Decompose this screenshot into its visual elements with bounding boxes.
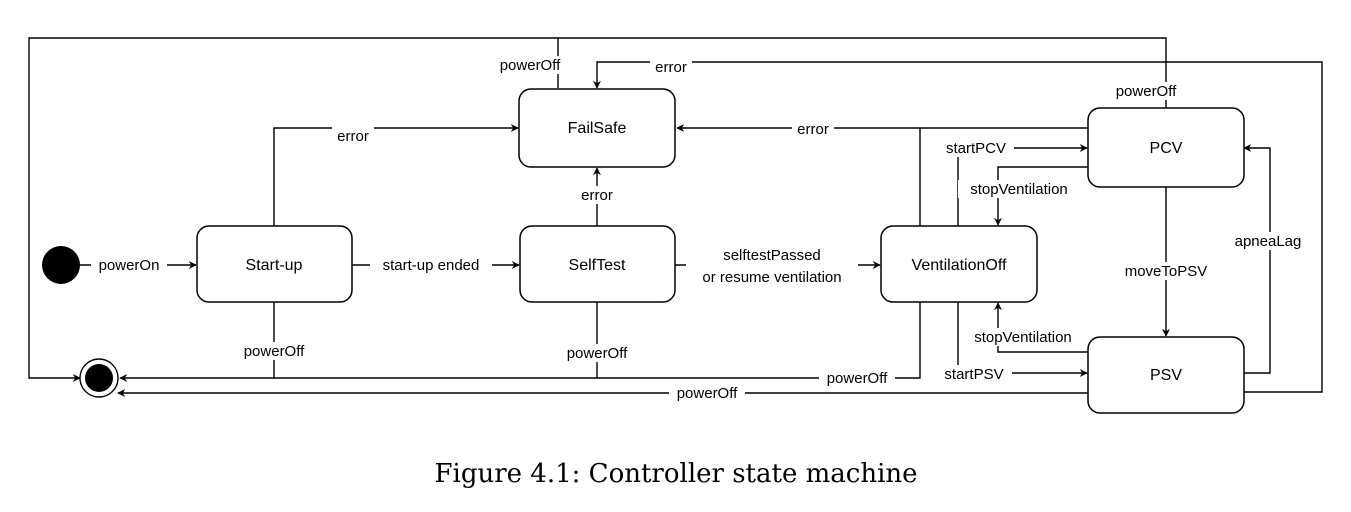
label-stop-vent-pcv: stopVentilation [970, 181, 1068, 198]
state-failsafe: FailSafe [518, 88, 676, 168]
label-poweroff-selftest: powerOff [567, 345, 628, 362]
state-selftest: SelfTest [519, 225, 676, 303]
label-stop-vent-psv: stopVentilation [974, 329, 1072, 346]
label-start-pcv: startPCV [946, 140, 1006, 157]
label-poweron: powerOn [99, 257, 160, 274]
final-state [79, 358, 119, 398]
state-psv-label: PSV [1150, 367, 1182, 384]
label-poweroff-ventoff: powerOff [827, 370, 888, 387]
edge-labels: powerOn start-up ended selftestPassed or… [91, 56, 1310, 402]
edge-startup-error [273, 124, 519, 226]
label-error-ventoff: error [797, 121, 829, 138]
label-poweroff-startup: powerOff [244, 343, 305, 360]
state-selftest-label: SelfTest [569, 257, 626, 274]
label-selftest-passed-line1: selftestPassed [723, 247, 821, 264]
label-poweroff-pcv: powerOff [1116, 83, 1177, 100]
edge-startup-poweroff [119, 302, 275, 382]
state-pcv-label: PCV [1150, 140, 1183, 157]
figure-caption: Figure 4.1: Controller state machine [434, 459, 917, 489]
state-pcv: PCV [1087, 107, 1245, 188]
state-startup: Start-up [196, 225, 353, 303]
state-ventilationoff: VentilationOff [880, 225, 1038, 303]
edge-stop-vent-pcv [994, 166, 1088, 226]
label-poweroff-psv: powerOff [677, 385, 738, 402]
edge-psv-error [593, 61, 1323, 393]
label-error-selftest: error [581, 187, 613, 204]
state-failsafe-label: FailSafe [568, 120, 627, 137]
label-startup-ended: start-up ended [383, 257, 480, 274]
label-start-psv: startPSV [944, 366, 1003, 383]
label-error-startup: error [337, 128, 369, 145]
edge-failsafe-poweroff [28, 37, 559, 382]
edge-stop-vent-psv [994, 302, 1088, 353]
edge-selftest-poweroff [274, 302, 598, 379]
state-ventilationoff-label: VentilationOff [912, 257, 1007, 274]
edge-apnea-lag [1243, 144, 1271, 374]
label-move-to-psv: moveToPSV [1125, 263, 1208, 280]
initial-state [42, 246, 80, 284]
label-poweroff-failsafe: powerOff [500, 57, 561, 74]
state-startup-label: Start-up [246, 257, 303, 274]
label-error-top: error [655, 59, 687, 76]
label-apnea-lag: apneaLag [1235, 233, 1302, 250]
label-selftest-passed-line2: or resume ventilation [702, 269, 841, 286]
state-psv: PSV [1087, 336, 1245, 414]
edge-ventoff-poweroff [597, 302, 921, 379]
